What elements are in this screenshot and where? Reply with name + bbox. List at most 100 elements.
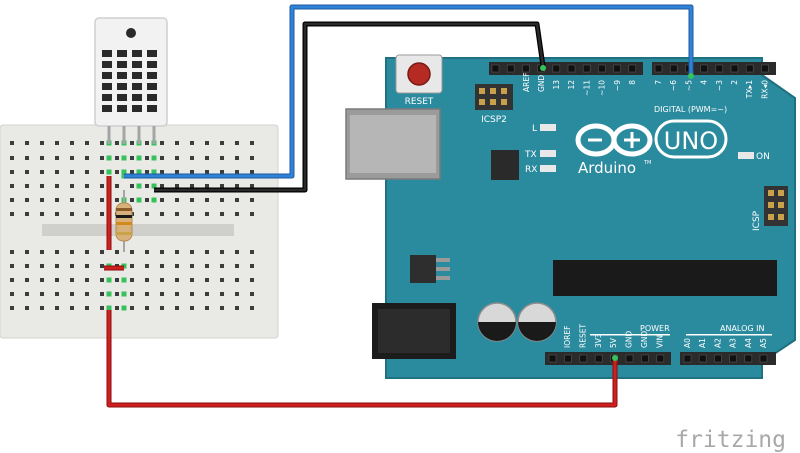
breadboard-hole bbox=[25, 306, 29, 310]
breadboard-hole bbox=[85, 212, 89, 216]
dht-sensor bbox=[94, 17, 168, 144]
breadboard-hole bbox=[190, 250, 194, 254]
header-pin bbox=[654, 64, 663, 73]
breadboard-hole bbox=[55, 170, 59, 174]
header-pin bbox=[778, 214, 784, 220]
header-pin bbox=[700, 64, 708, 73]
sensor-grill-slot bbox=[117, 61, 127, 68]
breadboard-hole bbox=[160, 212, 164, 216]
breadboard-hole bbox=[175, 264, 179, 268]
breadboard-hole bbox=[220, 212, 224, 216]
breadboard-hole bbox=[10, 264, 14, 268]
breadboard-hole bbox=[130, 292, 134, 296]
breadboard-hole bbox=[130, 198, 134, 202]
analog-header bbox=[680, 352, 776, 365]
breadboard-hole bbox=[190, 264, 194, 268]
breadboard-hole bbox=[175, 198, 179, 202]
sensor-grill-slot bbox=[117, 105, 127, 112]
breadboard-hole bbox=[25, 264, 29, 268]
icsp2-header bbox=[475, 84, 513, 110]
breadboard-hole bbox=[85, 306, 89, 310]
aref-label: AREF bbox=[522, 73, 531, 92]
breadboard-hole bbox=[160, 170, 164, 174]
breadboard-hole bbox=[10, 250, 14, 254]
breadboard-hole bbox=[10, 141, 14, 145]
breadboard-hole bbox=[40, 141, 44, 145]
breadboard-hole bbox=[10, 170, 14, 174]
led-l-label: L bbox=[532, 124, 537, 134]
breadboard-hole bbox=[250, 292, 254, 296]
header-pin bbox=[641, 354, 649, 363]
header-pin bbox=[552, 64, 561, 73]
breadboard-hole bbox=[160, 306, 164, 310]
breadboard-hole bbox=[55, 198, 59, 202]
breadboard-hole bbox=[160, 198, 164, 202]
breadboard-hole bbox=[250, 306, 254, 310]
breadboard-hole bbox=[70, 198, 74, 202]
breadboard-hole bbox=[115, 292, 119, 296]
breadboard-hole bbox=[220, 198, 224, 202]
breadboard-hole bbox=[85, 184, 89, 188]
sensor-grill-slot bbox=[132, 61, 142, 68]
header-pin bbox=[501, 99, 507, 105]
breadboard-hole bbox=[100, 306, 104, 310]
header-pin bbox=[768, 190, 774, 196]
breadboard-hole bbox=[100, 170, 104, 174]
breadboard-hole bbox=[235, 141, 239, 145]
header-pin bbox=[698, 354, 707, 363]
breadboard-hole bbox=[25, 292, 29, 296]
breadboard-hole bbox=[70, 306, 74, 310]
sensor-grill-slot bbox=[132, 50, 142, 57]
pin-label: GND bbox=[625, 331, 634, 348]
sensor-grill-slot bbox=[102, 61, 112, 68]
breadboard-hole bbox=[70, 156, 74, 160]
breadboard-hole bbox=[130, 170, 134, 174]
breadboard-hole bbox=[25, 184, 29, 188]
sensor-grill-slot bbox=[147, 105, 157, 112]
breadboard-hole bbox=[205, 212, 209, 216]
reset-button[interactable] bbox=[395, 54, 443, 94]
pin-label: A1 bbox=[698, 338, 707, 348]
breadboard-hole bbox=[235, 292, 239, 296]
sensor-grill bbox=[102, 50, 157, 112]
breadboard-hole-active bbox=[151, 169, 157, 175]
breadboard-hole bbox=[100, 292, 104, 296]
breadboard-hole bbox=[160, 278, 164, 282]
usb-connector bbox=[345, 108, 441, 180]
breadboard-hole bbox=[40, 156, 44, 160]
header-pin bbox=[656, 354, 665, 363]
breadboard-hole bbox=[175, 212, 179, 216]
power-header bbox=[545, 352, 671, 365]
breadboard-hole bbox=[145, 212, 149, 216]
header-pin bbox=[579, 354, 588, 363]
sensor-leg bbox=[137, 126, 141, 144]
analog-label: ANALOG IN bbox=[720, 324, 765, 333]
header-pin bbox=[714, 354, 722, 363]
breadboard-hole bbox=[100, 198, 104, 202]
breadboard-hole-active bbox=[106, 155, 112, 161]
breadboard-hole-active bbox=[106, 169, 112, 175]
breadboard-hole bbox=[55, 156, 59, 160]
pin-label: IOREF bbox=[563, 326, 572, 348]
breadboard-hole bbox=[115, 184, 119, 188]
voltage-regulator bbox=[410, 255, 450, 283]
breadboard-hole bbox=[40, 170, 44, 174]
breadboard-hole bbox=[10, 212, 14, 216]
pin-label: ~6 bbox=[669, 80, 678, 91]
breadboard-hole bbox=[205, 264, 209, 268]
breadboard-hole bbox=[190, 198, 194, 202]
header-pin bbox=[613, 64, 621, 73]
breadboard-hole bbox=[70, 250, 74, 254]
breadboard-hole bbox=[100, 184, 104, 188]
header-pin bbox=[522, 64, 530, 73]
breadboard-hole bbox=[100, 156, 104, 160]
header-pin bbox=[598, 64, 606, 73]
breadboard-hole bbox=[205, 184, 209, 188]
breadboard-hole bbox=[85, 198, 89, 202]
pin-label: 13 bbox=[552, 80, 561, 90]
breadboard-hole bbox=[145, 264, 149, 268]
digital-label: DIGITAL (PWM=~) bbox=[654, 105, 727, 114]
led-rx bbox=[540, 165, 556, 172]
breadboard-hole bbox=[10, 292, 14, 296]
